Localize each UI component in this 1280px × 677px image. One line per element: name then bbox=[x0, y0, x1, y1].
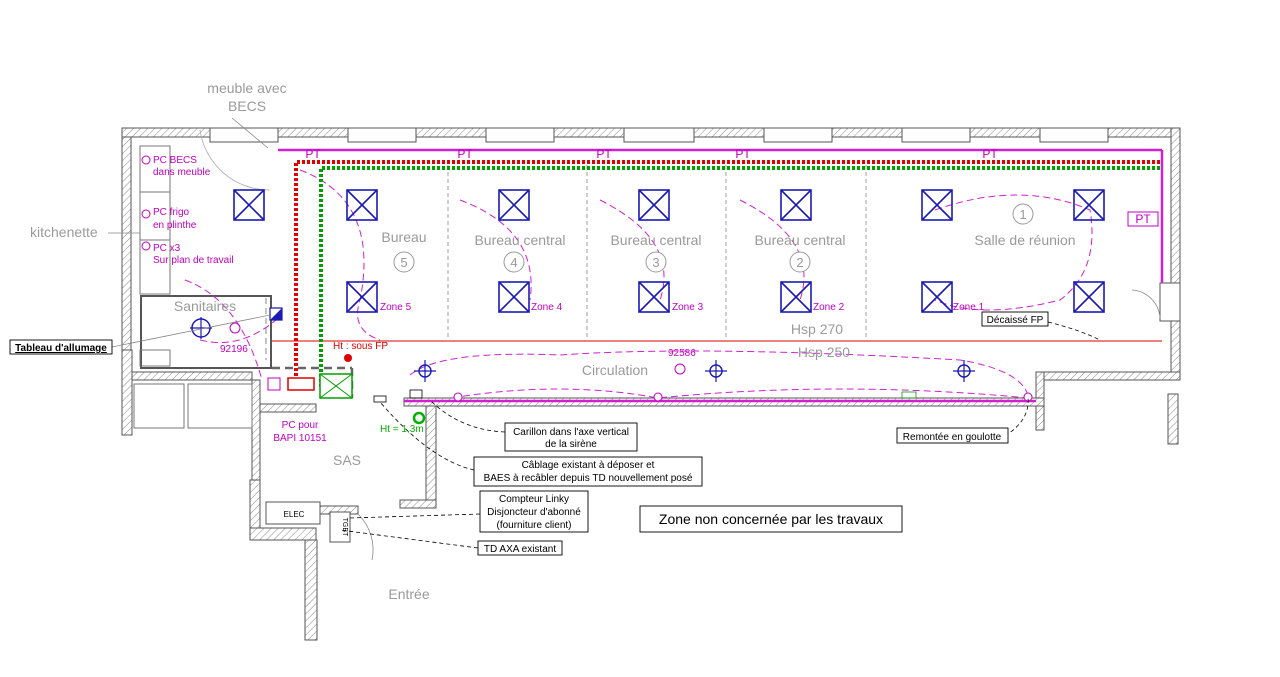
callout-decaisse: Décaissé FP bbox=[987, 315, 1044, 326]
zone-labels: Zone 5 Zone 4 Zone 3 Zone 2 Zone 1 bbox=[380, 302, 985, 313]
note-pc-x3-1: PC x3 bbox=[153, 243, 181, 254]
downlight-icon bbox=[414, 360, 436, 382]
note-detector-2: 92586 bbox=[668, 348, 696, 359]
pt-label-3: PT bbox=[596, 147, 612, 161]
luminaire-icon bbox=[346, 281, 378, 313]
room-number-circle bbox=[789, 251, 811, 273]
room-tgbt: TGBT bbox=[341, 518, 348, 537]
pt-label-6: PT bbox=[1135, 212, 1151, 226]
room-bureau-central-4: Bureau central bbox=[474, 232, 565, 248]
callout-compteur-2: Disjoncteur d'abonné bbox=[487, 507, 581, 518]
note-detector-1: 92196 bbox=[220, 344, 248, 355]
room-numbers: 5 4 3 2 1 bbox=[393, 203, 1034, 273]
zone-label: Zone 2 bbox=[813, 302, 845, 313]
room-sas: SAS bbox=[333, 452, 361, 468]
callout-compteur-3: (fourniture client) bbox=[496, 520, 571, 531]
zone-label: Zone 1 bbox=[953, 302, 985, 313]
windows bbox=[209, 127, 1181, 322]
room-salle-reunion: Salle de réunion bbox=[974, 232, 1075, 248]
callout-tableau: Tableau d'allumage bbox=[15, 343, 107, 354]
luminaire-icon bbox=[498, 189, 530, 221]
room-bureau-central-2: Bureau central bbox=[754, 232, 845, 248]
magenta-circuits bbox=[184, 148, 1164, 403]
pt-label-2: PT bbox=[457, 147, 473, 161]
zone-label: Zone 4 bbox=[531, 302, 563, 313]
downlights bbox=[414, 360, 1033, 402]
luminaire-icon bbox=[780, 189, 812, 221]
light-fixtures bbox=[233, 189, 1105, 313]
callouts bbox=[9, 117, 1101, 556]
downlight-icon bbox=[705, 360, 727, 382]
callout-zone-non: Zone non concernée par les travaux bbox=[659, 511, 883, 527]
label-meuble-1: meuble avec bbox=[207, 80, 286, 96]
luminaire-icon bbox=[638, 189, 670, 221]
room-elec: ELEC bbox=[284, 510, 305, 519]
room-number-circle bbox=[645, 251, 667, 273]
pt-label-4: PT bbox=[735, 147, 751, 161]
luminaire-icon bbox=[346, 189, 378, 221]
room-circulation: Circulation bbox=[582, 362, 648, 378]
note-pc-becs-1: PC BECS bbox=[153, 155, 197, 166]
callout-cablage-2: BAES à recâbler depuis TD nouvellement p… bbox=[484, 473, 693, 484]
wall-light-icon bbox=[453, 392, 463, 402]
label-kitchenette: kitchenette bbox=[30, 224, 98, 240]
note-pc-frigo-2: en plinthe bbox=[153, 220, 197, 231]
tableau-callout-box bbox=[9, 339, 113, 355]
room-entree: Entrée bbox=[388, 586, 429, 602]
note-pc-bapi-2: BAPI 10151 bbox=[273, 433, 327, 444]
callout-carillon-2: de la sirène bbox=[545, 439, 597, 450]
luminaire-icon bbox=[921, 189, 953, 221]
label-meuble-2: BECS bbox=[228, 98, 266, 114]
luminaire-icon bbox=[921, 281, 953, 313]
room-number: 5 bbox=[400, 255, 407, 270]
callout-cablage-1: Câblage existant à déposer et bbox=[522, 460, 655, 471]
room-number-circle bbox=[1012, 203, 1034, 225]
luminaire-icon bbox=[1073, 189, 1105, 221]
pt-label-1: PT bbox=[305, 147, 321, 161]
wall-light-icon bbox=[653, 392, 663, 402]
callout-compteur-1: Compteur Linky bbox=[499, 494, 569, 505]
luminaire-icon bbox=[780, 281, 812, 313]
room-number: 2 bbox=[796, 255, 803, 270]
hsp-250: Hsp 250 bbox=[798, 344, 850, 360]
callout-td-axa: TD AXA existant bbox=[484, 544, 556, 555]
note-ht-fp: Ht : sous FP bbox=[333, 341, 388, 352]
room-bureau-5: Bureau bbox=[381, 229, 426, 245]
room-number-circle bbox=[503, 251, 525, 273]
note-pc-becs-2: dans meuble bbox=[153, 167, 211, 178]
downlight-icon bbox=[953, 360, 975, 382]
labels: meuble avec BECS kitchenette PC BECS dan… bbox=[15, 80, 1159, 602]
luminaire-icon bbox=[233, 189, 265, 221]
devices bbox=[141, 155, 917, 403]
room-number-circle bbox=[393, 251, 415, 273]
note-pc-x3-2: Sur plan de travail bbox=[153, 255, 234, 266]
hsp-270: Hsp 270 bbox=[791, 321, 843, 337]
wiring bbox=[287, 160, 1160, 425]
room-bureau-central-3: Bureau central bbox=[610, 232, 701, 248]
note-pc-bapi-1: PC pour bbox=[282, 420, 319, 431]
note-pc-frigo-1: PC frigo bbox=[153, 207, 190, 218]
callout-remontee: Remontée en goulotte bbox=[903, 432, 1002, 443]
room-number: 1 bbox=[1019, 207, 1026, 222]
room-number: 3 bbox=[652, 255, 659, 270]
luminaire-icon bbox=[498, 281, 530, 313]
luminaire-icon bbox=[638, 281, 670, 313]
zone-label: Zone 5 bbox=[380, 302, 412, 313]
zone-label: Zone 3 bbox=[672, 302, 704, 313]
room-number: 4 bbox=[510, 255, 517, 270]
luminaire-icon bbox=[1073, 281, 1105, 313]
callout-carillon-1: Carillon dans l'axe vertical bbox=[513, 427, 629, 438]
room-sanitaires: Sanitaires bbox=[174, 298, 236, 314]
pt-label-5: PT bbox=[982, 147, 998, 161]
note-ht-13: Ht = 1,3m bbox=[380, 424, 424, 435]
